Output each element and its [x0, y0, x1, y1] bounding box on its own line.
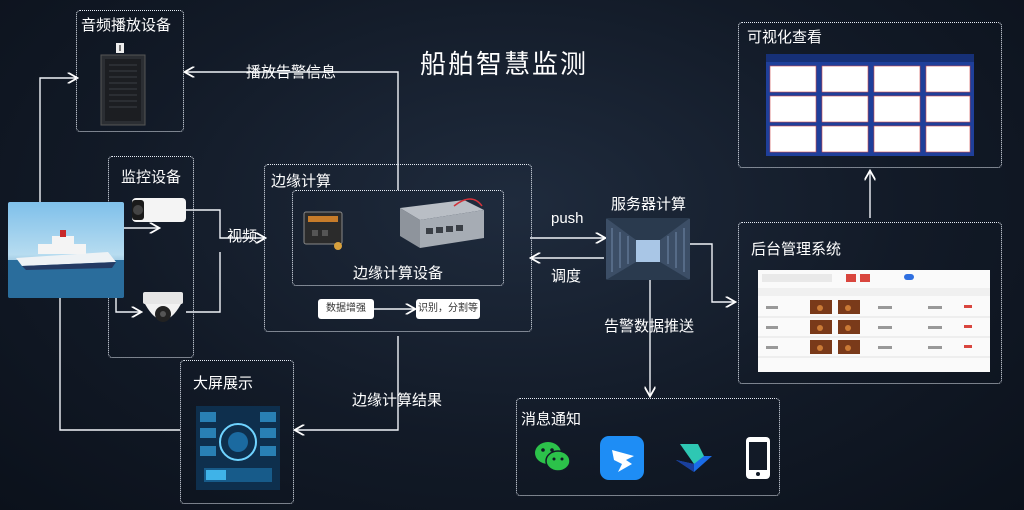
recognize-step: 识别，分割等: [416, 299, 480, 319]
visual-view-label: 可视化查看: [747, 29, 823, 46]
play-alarm-label: 播放告警信息: [246, 64, 337, 81]
speaker-icon: [100, 43, 146, 126]
message-notify-label: 消息通知: [521, 411, 582, 428]
edge-device-label: 边缘计算设备: [353, 265, 444, 282]
phone-icon[interactable]: [744, 436, 772, 480]
wechat-icon[interactable]: [534, 440, 572, 474]
video-label: 视频: [227, 228, 258, 245]
dingtalk-icon[interactable]: [600, 436, 644, 480]
data-enhance-step: 数据增强: [318, 299, 374, 319]
feishu-icon[interactable]: [672, 438, 716, 478]
monitor-device-label: 监控设备: [121, 169, 182, 186]
big-screen-image: [196, 406, 280, 490]
server-room-image: [606, 218, 690, 280]
edge-compute-label: 边缘计算: [271, 173, 332, 190]
visual-view-box: 可视化查看: [738, 22, 1002, 168]
edge-result-label: 边缘计算结果: [352, 392, 443, 409]
push-label: push: [551, 210, 584, 227]
server-compute-label: 服务器计算: [611, 196, 687, 213]
edge-device-box: 边缘计算设备: [292, 190, 504, 286]
alarm-push-label: 告警数据推送: [604, 318, 695, 335]
bullet-camera-icon: [132, 198, 186, 222]
backend-table-image: [758, 270, 990, 372]
backend-system-label: 后台管理系统: [751, 241, 842, 258]
message-notify-box: 消息通知: [516, 398, 780, 496]
dome-camera-icon: [143, 292, 183, 322]
ship-image: [8, 202, 124, 298]
visual-dashboard-image: [766, 54, 974, 156]
audio-device-label: 音频播放设备: [81, 17, 172, 34]
edge-device-box-icon: [400, 198, 484, 248]
backend-system-box: 后台管理系统: [738, 222, 1002, 384]
edge-device-small-icon: [303, 211, 343, 250]
dispatch-label: 调度: [551, 268, 582, 285]
page-title: 船舶智慧监测: [420, 49, 589, 79]
big-screen-box: 大屏展示: [180, 360, 294, 504]
big-screen-label: 大屏展示: [193, 375, 254, 392]
audio-device-box: 音频播放设备: [76, 10, 184, 132]
edge-compute-box: 边缘计算: [264, 164, 532, 332]
